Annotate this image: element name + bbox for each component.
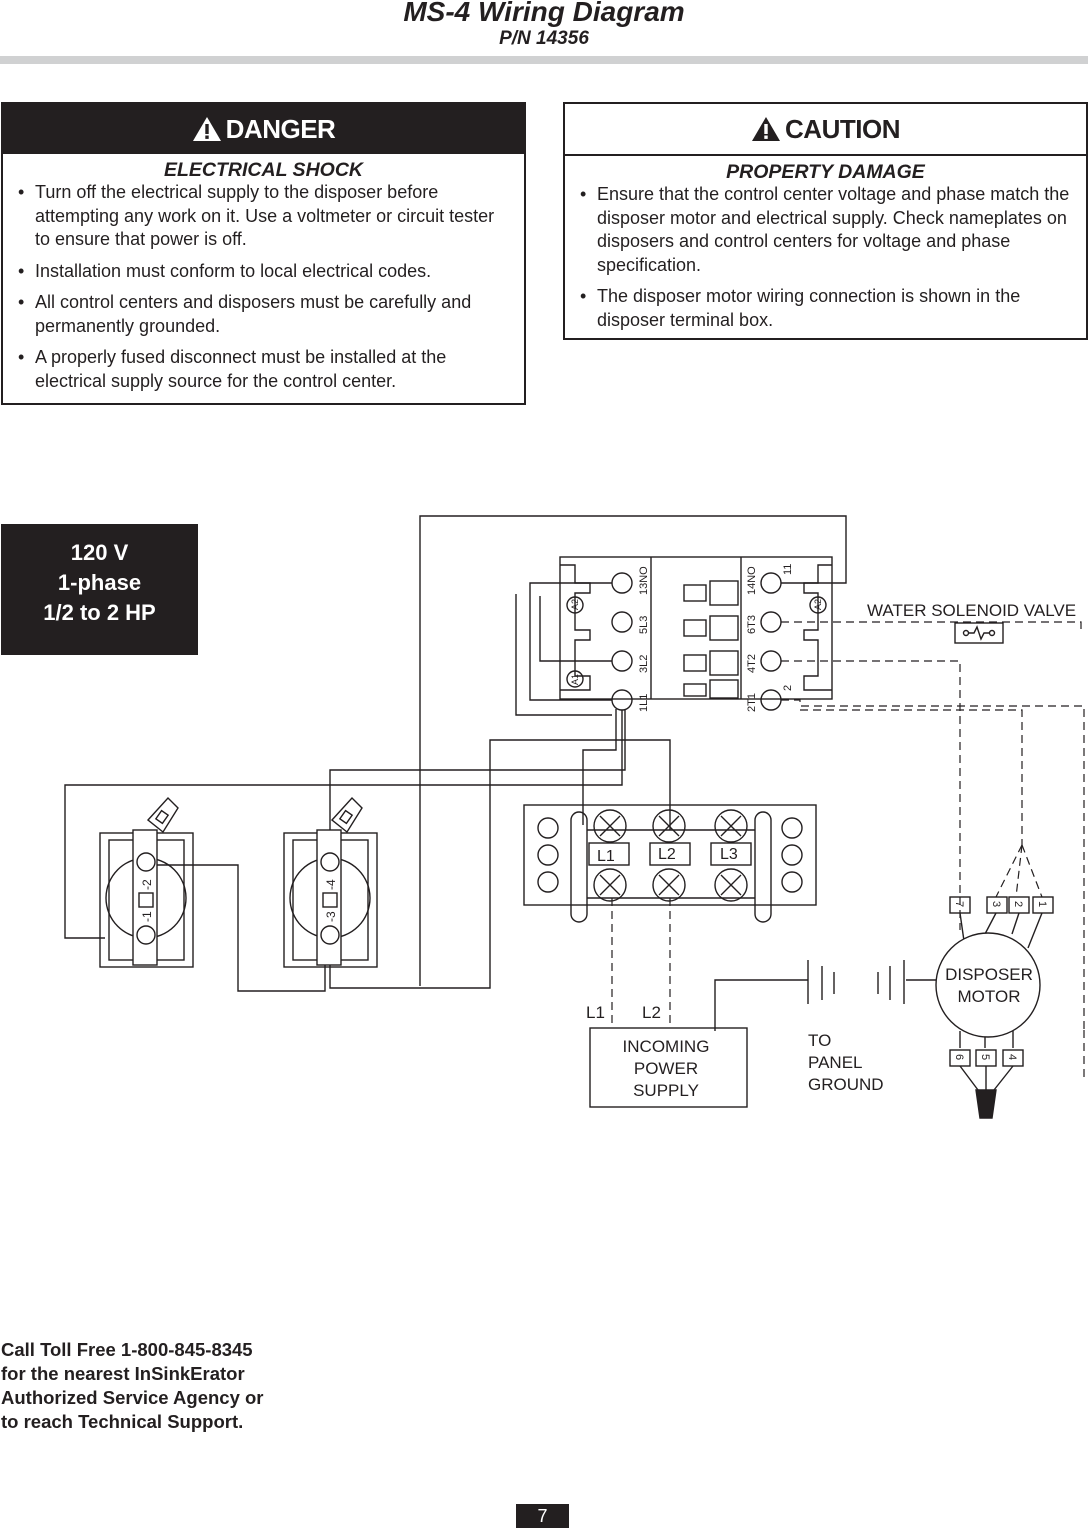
support-contact: Call Toll Free 1-800-845-8345 for the ne… [1, 1338, 321, 1434]
solenoid-valve-symbol [954, 622, 1004, 644]
contactor-left-coil-top: A2 [570, 599, 580, 610]
support-line: for the nearest InSinkErator [1, 1363, 245, 1384]
motor-lead-4: 4 [1006, 1054, 1018, 1060]
terminal-block-l2: L2 [658, 846, 676, 863]
caution-item: Ensure that the control center voltage a… [579, 183, 1074, 277]
incoming-power-box [589, 1027, 748, 1108]
switch-right-bottom-label: -3 [324, 911, 338, 922]
terminal-14no: 14NO [746, 566, 758, 595]
spec-phase: 1-phase [57, 570, 142, 595]
contactor-right-coil-top: A2 [813, 599, 823, 610]
disposer-motor [935, 896, 1054, 1119]
switch-left [99, 796, 194, 968]
danger-box: DANGER ELECTRICAL SHOCK Turn off the ele… [1, 102, 526, 405]
panel-ground-line1: TO [808, 1031, 831, 1050]
danger-list: Turn off the electrical supply to the di… [3, 181, 524, 393]
switch-right [283, 796, 378, 968]
motor-lead-1: 1 [1036, 901, 1048, 907]
caution-heading: CAUTION [785, 113, 900, 144]
terminal-5l3: 5L3 [638, 616, 650, 634]
danger-heading: DANGER [225, 113, 336, 144]
support-line: Authorized Service Agency or [1, 1387, 264, 1408]
terminal-13no: 13NO [638, 566, 650, 595]
motor-lead-6: 6 [953, 1054, 965, 1060]
panel-ground-line3: GROUND [808, 1075, 884, 1094]
aux-terminal-2: 2 [782, 685, 794, 691]
incoming-power-line3: SUPPLY [633, 1081, 699, 1100]
danger-item: Installation must conform to local elect… [17, 260, 512, 284]
caution-list: Ensure that the control center voltage a… [565, 183, 1086, 332]
switch-left-bottom-label: -1 [140, 911, 154, 922]
spec-box: 120 V 1-phase 1/2 to 2 HP [1, 524, 198, 655]
danger-item: A properly fused disconnect must be inst… [17, 346, 512, 393]
terminal-4t2: 4T2 [746, 654, 758, 673]
danger-item: Turn off the electrical supply to the di… [17, 181, 512, 252]
terminal-3l2: 3L2 [638, 655, 650, 673]
motor-lead-2: 2 [1012, 901, 1024, 907]
danger-header: DANGER [3, 104, 524, 154]
warning-triangle-icon [192, 117, 221, 141]
supply-lead-l1: L1 [586, 1003, 605, 1022]
switch-right-top-label: -4 [324, 879, 338, 890]
panel-ground-line2: PANEL [808, 1053, 863, 1072]
spec-voltage: 120 V [70, 540, 129, 565]
terminal-2t1: 2T1 [746, 693, 758, 712]
caution-item: The disposer motor wiring connection is … [579, 285, 1074, 332]
incoming-power-line2: POWER [634, 1059, 698, 1078]
switch-left-top-label: -2 [140, 879, 154, 890]
warning-triangle-icon [752, 117, 781, 141]
page-title: MS-4 Wiring Diagram [403, 0, 685, 27]
part-number: P/N 14356 [499, 28, 589, 49]
motor-label-line2: MOTOR [958, 987, 1021, 1006]
contactor-left-coil-bottom: A1 [570, 674, 580, 685]
solenoid-valve-label: WATER SOLENOID VALVE [867, 601, 1076, 620]
terminal-1l1: 1L1 [638, 694, 650, 712]
support-line: Call Toll Free 1-800-845-8345 [1, 1339, 253, 1360]
motor-lead-3: 3 [990, 901, 1002, 907]
support-line: to reach Technical Support. [1, 1411, 244, 1432]
danger-subheading: ELECTRICAL SHOCK [164, 159, 363, 181]
spec-hp: 1/2 to 2 HP [43, 600, 156, 625]
terminal-block-l1: L1 [597, 848, 615, 865]
terminal-block [523, 804, 817, 923]
terminal-block-l3: L3 [720, 846, 738, 863]
terminal-6t3: 6T3 [746, 615, 758, 634]
header-rule [0, 56, 1088, 64]
page-number: 7 [516, 1504, 569, 1528]
danger-item: All control centers and disposers must b… [17, 291, 512, 338]
aux-terminal-11: 11 [782, 564, 794, 575]
incoming-power-line1: INCOMING [623, 1037, 710, 1056]
caution-box: CAUTION PROPERTY DAMAGE Ensure that the … [563, 102, 1088, 340]
caution-subheading: PROPERTY DAMAGE [726, 161, 925, 183]
motor-lead-7: 7 [953, 901, 965, 907]
motor-label-line1: DISPOSER [945, 965, 1033, 984]
supply-lead-l2: L2 [642, 1003, 661, 1022]
caution-header: CAUTION [565, 104, 1086, 156]
motor-lead-5: 5 [979, 1054, 991, 1060]
